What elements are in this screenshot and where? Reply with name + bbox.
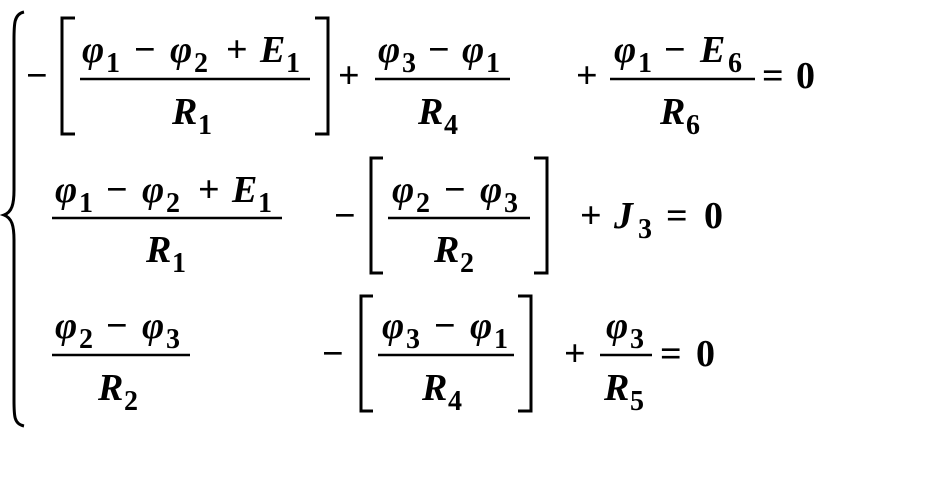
eq1-f1-n0-sub: 1 [106,48,120,79]
eq1-plus-2: + [576,55,598,97]
eq1-f3-d0: R [659,91,685,133]
eq1-f3-n2-sub: 6 [728,48,742,79]
eq2-rhs: 0 [704,195,723,237]
eq2-f1-d0-sub: 1 [172,248,186,279]
eq3-f2-d0-sub: 4 [448,386,462,417]
eq1-f3-n1: − [664,29,686,71]
eq1-f2-d0-sub: 4 [444,110,458,141]
eq3-f1-n1: − [106,305,128,347]
eq2-f2-n2-sub: 3 [504,188,518,219]
eq3-f1-d0-sub: 2 [124,386,138,417]
eq2-fraction-1: φ 1 − φ 2 + E 1 R 1 [52,169,282,279]
eq1-rhs: 0 [796,55,815,97]
eq1-fraction-1: φ 1 − φ 2 + E 1 R 1 [80,29,310,141]
eq1-f1-n3: + [226,29,248,71]
eq3-fraction-1: φ 2 − φ 3 R 2 [52,305,190,417]
eq3-rhs: 0 [696,333,715,375]
eq1-f1-d0-sub: 1 [198,110,212,141]
eq2-f2-n2: φ [480,169,502,211]
eq3-f3-d0: R [603,367,629,409]
eq3-fraction-3: φ 3 R 5 [600,305,652,417]
eq3-f2-d0: R [421,367,447,409]
eq1-f2-n2: φ [462,29,484,71]
eq2-right-bracket [534,156,549,275]
eq1-f2-d0: R [417,91,443,133]
eq2-f2-n0: φ [392,169,414,211]
eq2-f2-d0: R [433,229,459,271]
eq1-f1-n1: − [134,29,156,71]
eq3-f2-n2-sub: 1 [494,324,508,355]
eq3-plus: + [564,333,586,375]
eq1-f1-n2-sub: 2 [194,48,208,79]
eq3-equals: = [660,333,682,375]
eq1-f3-d0-sub: 6 [686,110,700,141]
eq2-term: J [613,195,634,237]
eq3-f3-n0-sub: 3 [630,324,644,355]
eq2-f1-n2: φ [142,169,164,211]
eq2-f1-n0-sub: 1 [79,188,93,219]
eq3-f2-n0: φ [382,305,404,347]
eq1-lead-minus: − [26,55,48,97]
eq3-minus: − [322,333,344,375]
eq1-f3-n2: E [699,29,725,71]
equation-row-3: φ 2 − φ 3 R 2 − φ 3 − φ 1 R 4 + φ 3 R [52,294,715,417]
eq2-f2-n1: − [444,169,466,211]
equation-row-2: φ 1 − φ 2 + E 1 R 1 − φ 2 − φ 3 R 2 + J … [52,156,723,279]
eq1-fraction-2: φ 3 − φ 1 R 4 [375,29,510,141]
eq3-f1-n0-sub: 2 [79,324,93,355]
eq2-equals: = [666,195,688,237]
eq1-f1-n0: φ [82,29,104,71]
eq2-f1-n0: φ [55,169,77,211]
system-brace [0,10,25,428]
eq1-f1-n4: E [259,29,285,71]
eq1-f3-n0-sub: 1 [638,48,652,79]
eq1-f1-numerator: φ 1 − φ 2 + E 1 [82,29,300,79]
eq1-f2-n0: φ [378,29,400,71]
eq3-f1-n0: φ [55,305,77,347]
eq3-right-bracket [518,294,533,413]
eq1-right-bracket [315,16,330,136]
eq2-f1-n2-sub: 2 [166,188,180,219]
eq3-f1-d0: R [97,367,123,409]
eq1-plus-1: + [338,55,360,97]
eq1-f1-d0: R [171,91,197,133]
eq3-f2-n2: φ [470,305,492,347]
eq2-term-sub: 3 [638,214,652,245]
eq2-fraction-2: φ 2 − φ 3 R 2 [388,169,530,279]
eq1-f3-n0: φ [614,29,636,71]
eq2-plus: + [580,195,602,237]
eq1-f2-n2-sub: 1 [486,48,500,79]
eq3-f3-d0-sub: 5 [630,386,644,417]
equation-row-1: − φ 1 − φ 2 + E 1 R 1 + φ 3 − φ [26,16,815,141]
eq2-minus: − [334,195,356,237]
eq3-left-bracket [359,294,373,413]
eq2-f1-n4-sub: 1 [258,188,272,219]
eq1-f2-n0-sub: 3 [402,48,416,79]
eq3-f1-n2: φ [142,305,164,347]
eq1-fraction-3: φ 1 − E 6 R 6 [610,29,755,141]
eq3-f3-n0: φ [606,305,628,347]
eq2-f1-n3: + [198,169,220,211]
eq2-f1-n1: − [106,169,128,211]
eq1-f2-n1: − [428,29,450,71]
eq3-f1-n2-sub: 3 [166,324,180,355]
eq2-f2-n0-sub: 2 [416,188,430,219]
eq3-fraction-2: φ 3 − φ 1 R 4 [378,305,514,417]
eq1-equals: = [762,55,784,97]
eq1-left-bracket [60,16,75,136]
eq1-f1-n2: φ [170,29,192,71]
eq2-f1-n4: E [231,169,257,211]
eq2-left-bracket [369,156,383,275]
eq2-f1-d0: R [145,229,171,271]
eq2-f2-d0-sub: 2 [460,248,474,279]
eq3-f2-n1: − [434,305,456,347]
eq1-f1-n4-sub: 1 [286,48,300,79]
eq3-f2-n0-sub: 3 [406,324,420,355]
